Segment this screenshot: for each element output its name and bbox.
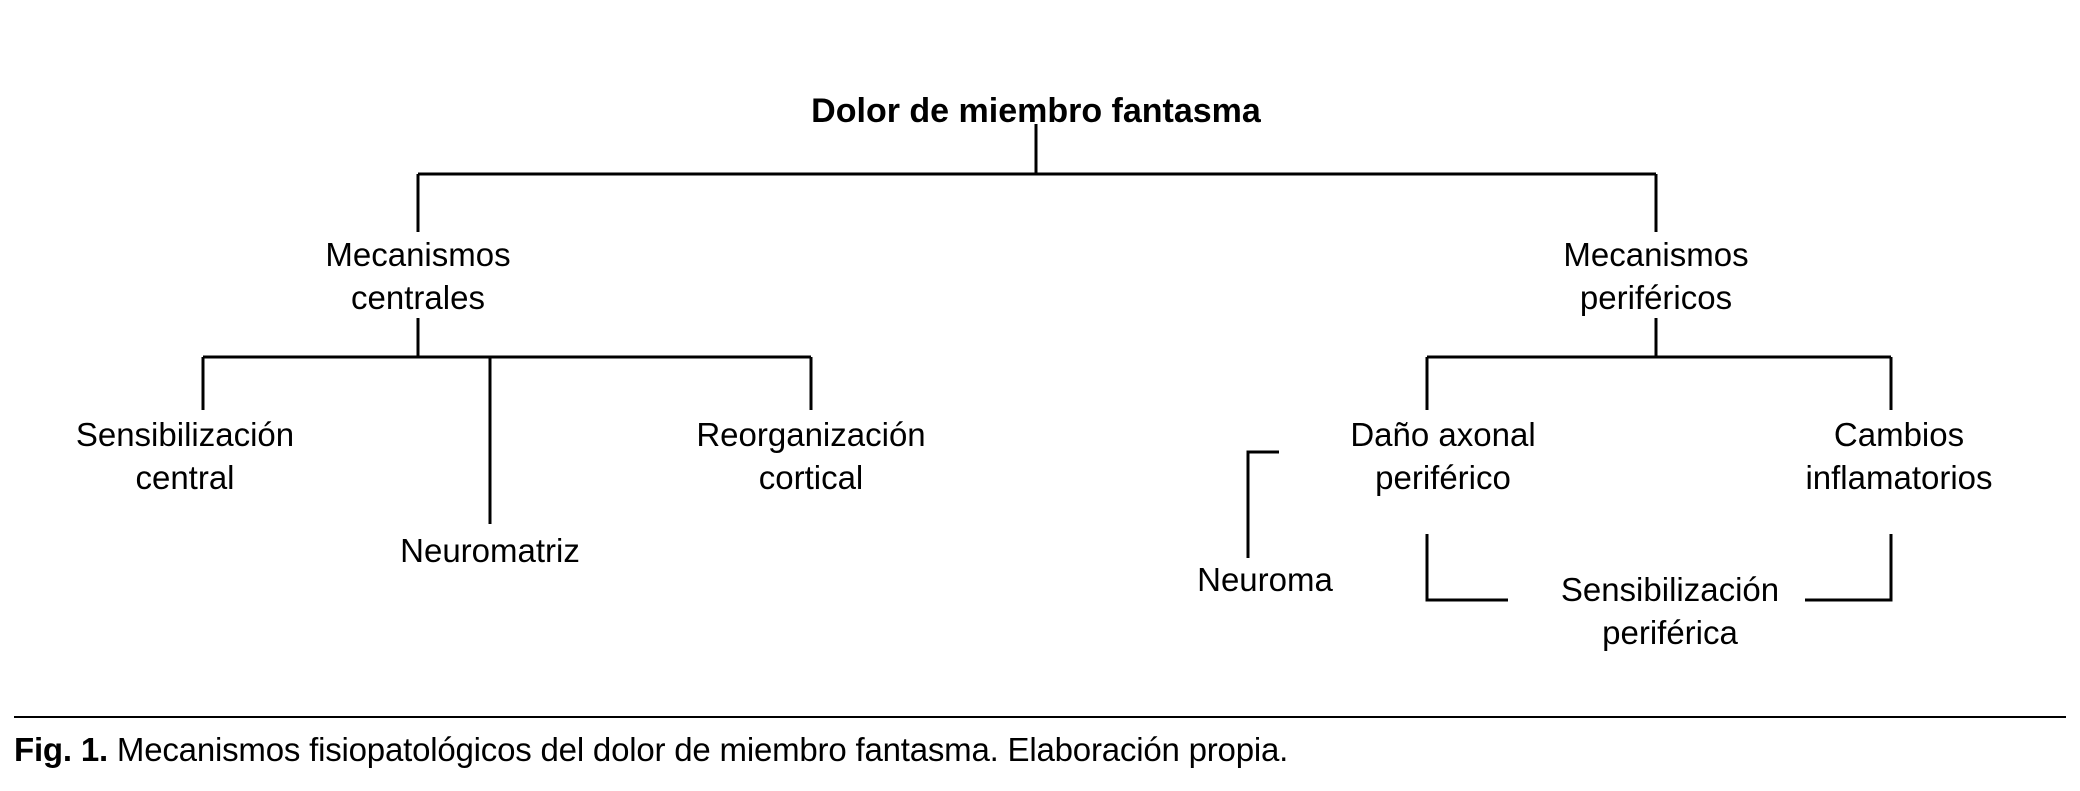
edge-group bbox=[201, 124, 1893, 602]
node-sensibilizacion-periferica: Sensibilización periférica bbox=[1561, 571, 1779, 651]
node-neuromatriz-label: Neuromatriz bbox=[400, 532, 580, 569]
figure-caption: Fig. 1. Mecanismos fisiopatológicos del … bbox=[14, 728, 2066, 772]
figure-caption-text: Mecanismos fisiopatológicos del dolor de… bbox=[107, 731, 1289, 768]
node-mecanismos-perifericos-line1: Mecanismos bbox=[1563, 236, 1748, 273]
node-neuroma: Neuroma bbox=[1197, 561, 1333, 598]
node-neuromatriz: Neuromatriz bbox=[400, 532, 580, 569]
node-cambios-inflamatorios: Cambios inflamatorios bbox=[1805, 416, 1992, 496]
node-reorganizacion-cortical-line1: Reorganización bbox=[696, 416, 925, 453]
node-cambios-inflamatorios-line1: Cambios bbox=[1834, 416, 1964, 453]
node-mecanismos-centrales-line2: centrales bbox=[351, 279, 485, 316]
caption-divider bbox=[14, 716, 2066, 718]
edge-dano-axonal-to-neuroma bbox=[1246, 450, 1279, 558]
node-mecanismos-perifericos-line2: periféricos bbox=[1580, 279, 1732, 316]
flowchart-diagram: Dolor de miembro fantasma Mecanismos cen… bbox=[76, 92, 1993, 651]
node-dano-axonal-line1: Daño axonal bbox=[1350, 416, 1535, 453]
node-dano-axonal-periferico: Daño axonal periférico bbox=[1350, 416, 1535, 496]
node-mecanismos-centrales-line1: Mecanismos bbox=[325, 236, 510, 273]
figure-caption-label: Fig. 1. bbox=[14, 731, 108, 768]
node-sensibilizacion-periferica-line2: periférica bbox=[1602, 614, 1738, 651]
node-mecanismos-centrales: Mecanismos centrales bbox=[325, 236, 510, 316]
edge-dano-axonal-to-sensibilizacion-periferica bbox=[1425, 534, 1508, 602]
node-sensibilizacion-central-line2: central bbox=[135, 459, 234, 496]
node-sensibilizacion-central: Sensibilización central bbox=[76, 416, 294, 496]
node-reorganizacion-cortical: Reorganización cortical bbox=[696, 416, 925, 496]
node-root-title: Dolor de miembro fantasma bbox=[811, 92, 1262, 130]
node-mecanismos-perifericos: Mecanismos periféricos bbox=[1563, 236, 1748, 316]
node-neuroma-label: Neuroma bbox=[1197, 561, 1333, 598]
node-cambios-inflamatorios-line2: inflamatorios bbox=[1805, 459, 1992, 496]
node-dano-axonal-line2: periférico bbox=[1375, 459, 1511, 496]
node-reorganizacion-cortical-line2: cortical bbox=[759, 459, 864, 496]
edge-cambios-inflamatorios-to-sensibilizacion-periferica bbox=[1805, 534, 1893, 602]
node-sensibilizacion-periferica-line1: Sensibilización bbox=[1561, 571, 1779, 608]
node-sensibilizacion-central-line1: Sensibilización bbox=[76, 416, 294, 453]
